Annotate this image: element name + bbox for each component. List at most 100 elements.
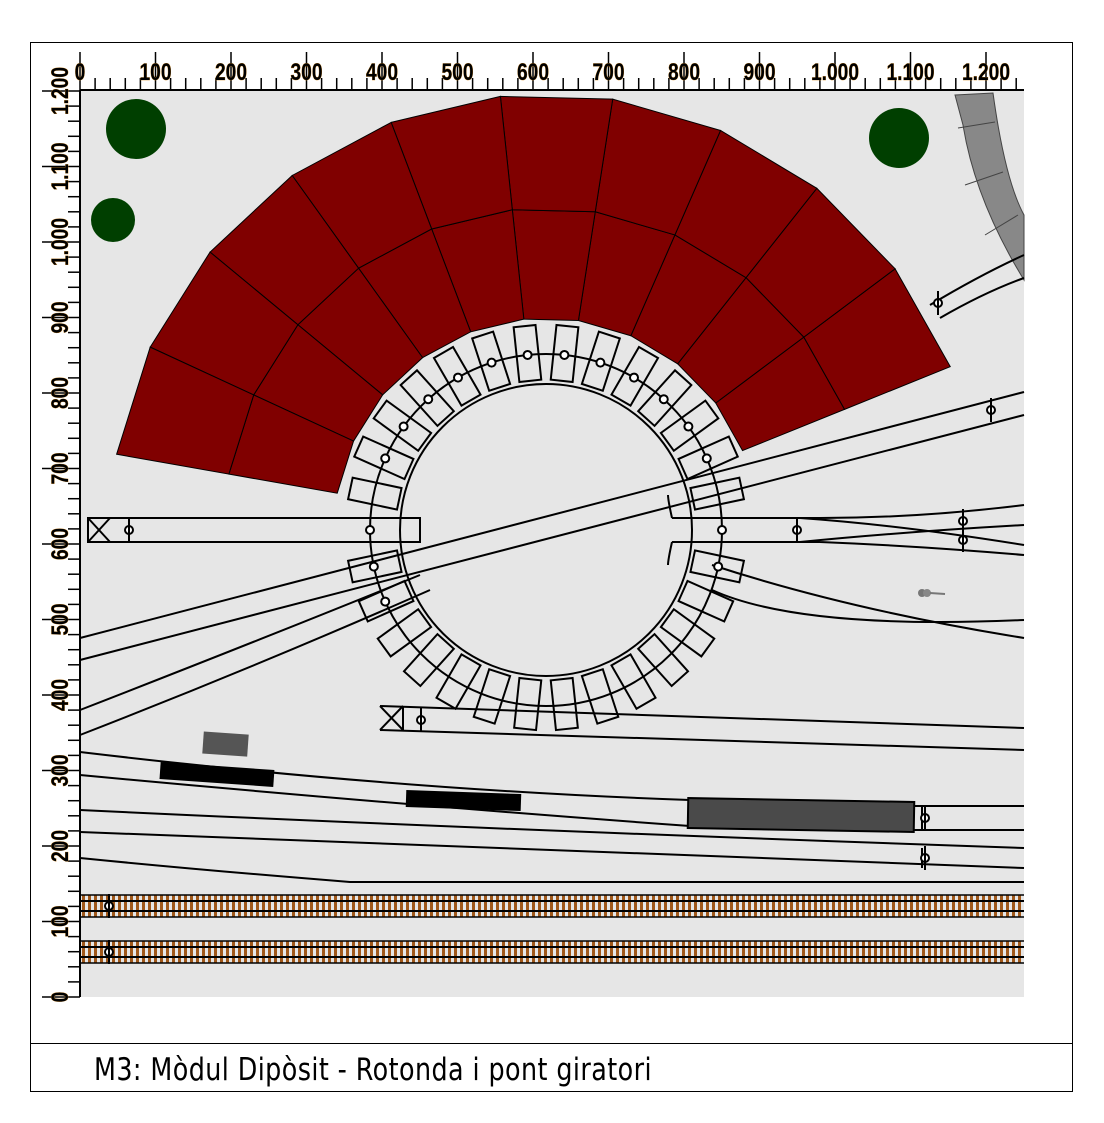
- y-ruler-label: 700: [46, 452, 74, 484]
- tie: [250, 895, 253, 917]
- tie: [532, 895, 535, 917]
- y-ruler-label: 200: [46, 830, 74, 862]
- tie: [958, 895, 961, 917]
- tie: [346, 941, 349, 963]
- tie: [148, 895, 151, 917]
- tie: [790, 895, 793, 917]
- stall-track: [659, 399, 720, 453]
- tie: [286, 941, 289, 963]
- stall-track: [549, 323, 580, 384]
- stall-track: [636, 632, 690, 688]
- y-ruler-label: 1.100: [46, 142, 74, 190]
- signal-icon: [380, 453, 391, 464]
- tie: [556, 895, 559, 917]
- tie: [832, 941, 835, 963]
- tie: [718, 895, 721, 917]
- tie: [220, 895, 223, 917]
- tie: [670, 895, 673, 917]
- signal-icon: [453, 372, 463, 383]
- tie: [688, 895, 691, 917]
- tie: [82, 941, 85, 963]
- tie: [130, 941, 133, 963]
- stall-track: [435, 653, 482, 711]
- tie: [244, 895, 247, 917]
- signal-icon: [658, 394, 669, 405]
- x-ruler-label: 900: [743, 58, 775, 86]
- tie: [178, 941, 181, 963]
- tie: [688, 941, 691, 963]
- tie: [592, 941, 595, 963]
- tie: [262, 895, 265, 917]
- tie: [364, 941, 367, 963]
- tie: [526, 895, 529, 917]
- tie: [598, 941, 601, 963]
- tie: [472, 895, 475, 917]
- wagon: [159, 762, 275, 787]
- tie: [484, 941, 487, 963]
- tie: [502, 941, 505, 963]
- y-ruler-label: 900: [46, 301, 74, 333]
- tie: [556, 941, 559, 963]
- tie: [538, 941, 541, 963]
- tie: [400, 941, 403, 963]
- tie: [1012, 895, 1015, 917]
- tie: [358, 895, 361, 917]
- tie: [760, 895, 763, 917]
- tie: [280, 941, 283, 963]
- tie: [226, 941, 229, 963]
- tie: [316, 941, 319, 963]
- tie: [874, 941, 877, 963]
- tie: [472, 941, 475, 963]
- tie: [910, 941, 913, 963]
- roundhouse: [115, 95, 951, 732]
- tie: [1000, 941, 1003, 963]
- y-ruler-label: 400: [46, 679, 74, 711]
- tie: [808, 941, 811, 963]
- tie: [658, 941, 661, 963]
- tie: [436, 941, 439, 963]
- tie: [172, 895, 175, 917]
- tie: [652, 941, 655, 963]
- tie: [466, 895, 469, 917]
- tie: [604, 895, 607, 917]
- tie: [988, 941, 991, 963]
- stall-track: [513, 676, 543, 732]
- tie: [292, 895, 295, 917]
- tie: [904, 895, 907, 917]
- signal-icon: [595, 357, 606, 368]
- tie: [610, 895, 613, 917]
- tie: [946, 895, 949, 917]
- tie: [388, 941, 391, 963]
- tie: [160, 941, 163, 963]
- x-ruler-label: 600: [517, 58, 549, 86]
- tie: [154, 895, 157, 917]
- tie: [292, 941, 295, 963]
- y-ruler-label: 500: [46, 603, 74, 635]
- tie: [952, 895, 955, 917]
- stall-track: [636, 368, 693, 428]
- tie: [568, 895, 571, 917]
- tie: [100, 895, 103, 917]
- tie: [736, 941, 739, 963]
- y-ruler-label: 1.200: [46, 67, 74, 115]
- tie: [874, 895, 877, 917]
- tie: [784, 941, 787, 963]
- tie: [496, 895, 499, 917]
- tie: [892, 941, 895, 963]
- tie: [406, 895, 409, 917]
- tie: [346, 895, 349, 917]
- tie: [268, 941, 271, 963]
- tie: [196, 895, 199, 917]
- stall-track: [659, 607, 716, 658]
- tie: [640, 895, 643, 917]
- tie: [412, 941, 415, 963]
- tie: [736, 895, 739, 917]
- tie: [748, 895, 751, 917]
- stall-track: [549, 676, 579, 732]
- stall-track: [372, 399, 433, 453]
- tie: [712, 895, 715, 917]
- tie: [724, 895, 727, 917]
- tie: [520, 941, 523, 963]
- tie: [298, 941, 301, 963]
- tie: [862, 895, 865, 917]
